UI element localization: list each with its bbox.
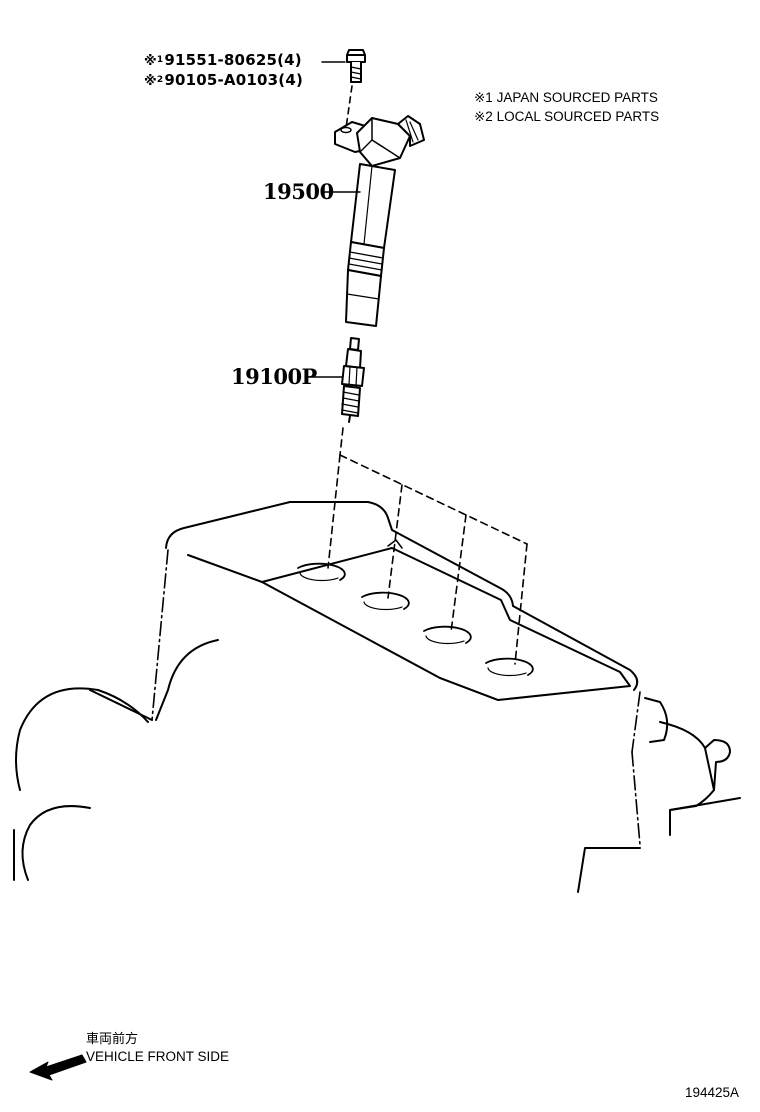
bolt-label-2: ※290105-A0103(4) [144, 71, 304, 89]
spark-plug [341, 337, 365, 423]
reference-mark: ※ [144, 54, 157, 69]
plug-holes [297, 539, 534, 677]
assembly-guide-lines [327, 427, 528, 665]
reference-index: 1 [156, 55, 164, 65]
ignition-coil [334, 115, 425, 327]
note-local-sourced: ※2 LOCAL SOURCED PARTS [474, 109, 660, 124]
front-direction-arrow [29, 1054, 87, 1081]
reference-index: 2 [156, 75, 164, 85]
bolt-guide-line [345, 85, 353, 129]
bolt-part-number: 90105-A0103(4) [164, 71, 304, 89]
bolt-part-number: 91551-80625(4) [164, 51, 302, 69]
note-japan-sourced: ※1 JAPAN SOURCED PARTS [474, 90, 658, 105]
ignition-coil-part-number: 19500 [263, 179, 334, 204]
direction-label-en: VEHICLE FRONT SIDE [86, 1049, 230, 1064]
direction-label-jp: 車両前方 [86, 1031, 139, 1046]
bolt-label-1: ※191551-80625(4) [144, 51, 302, 69]
spark-plug-part-number: 19100P [231, 364, 317, 389]
figure-number: 194425A [685, 1085, 740, 1100]
bolt [346, 49, 366, 83]
reference-mark: ※ [144, 74, 157, 89]
engine-block [13, 501, 741, 893]
